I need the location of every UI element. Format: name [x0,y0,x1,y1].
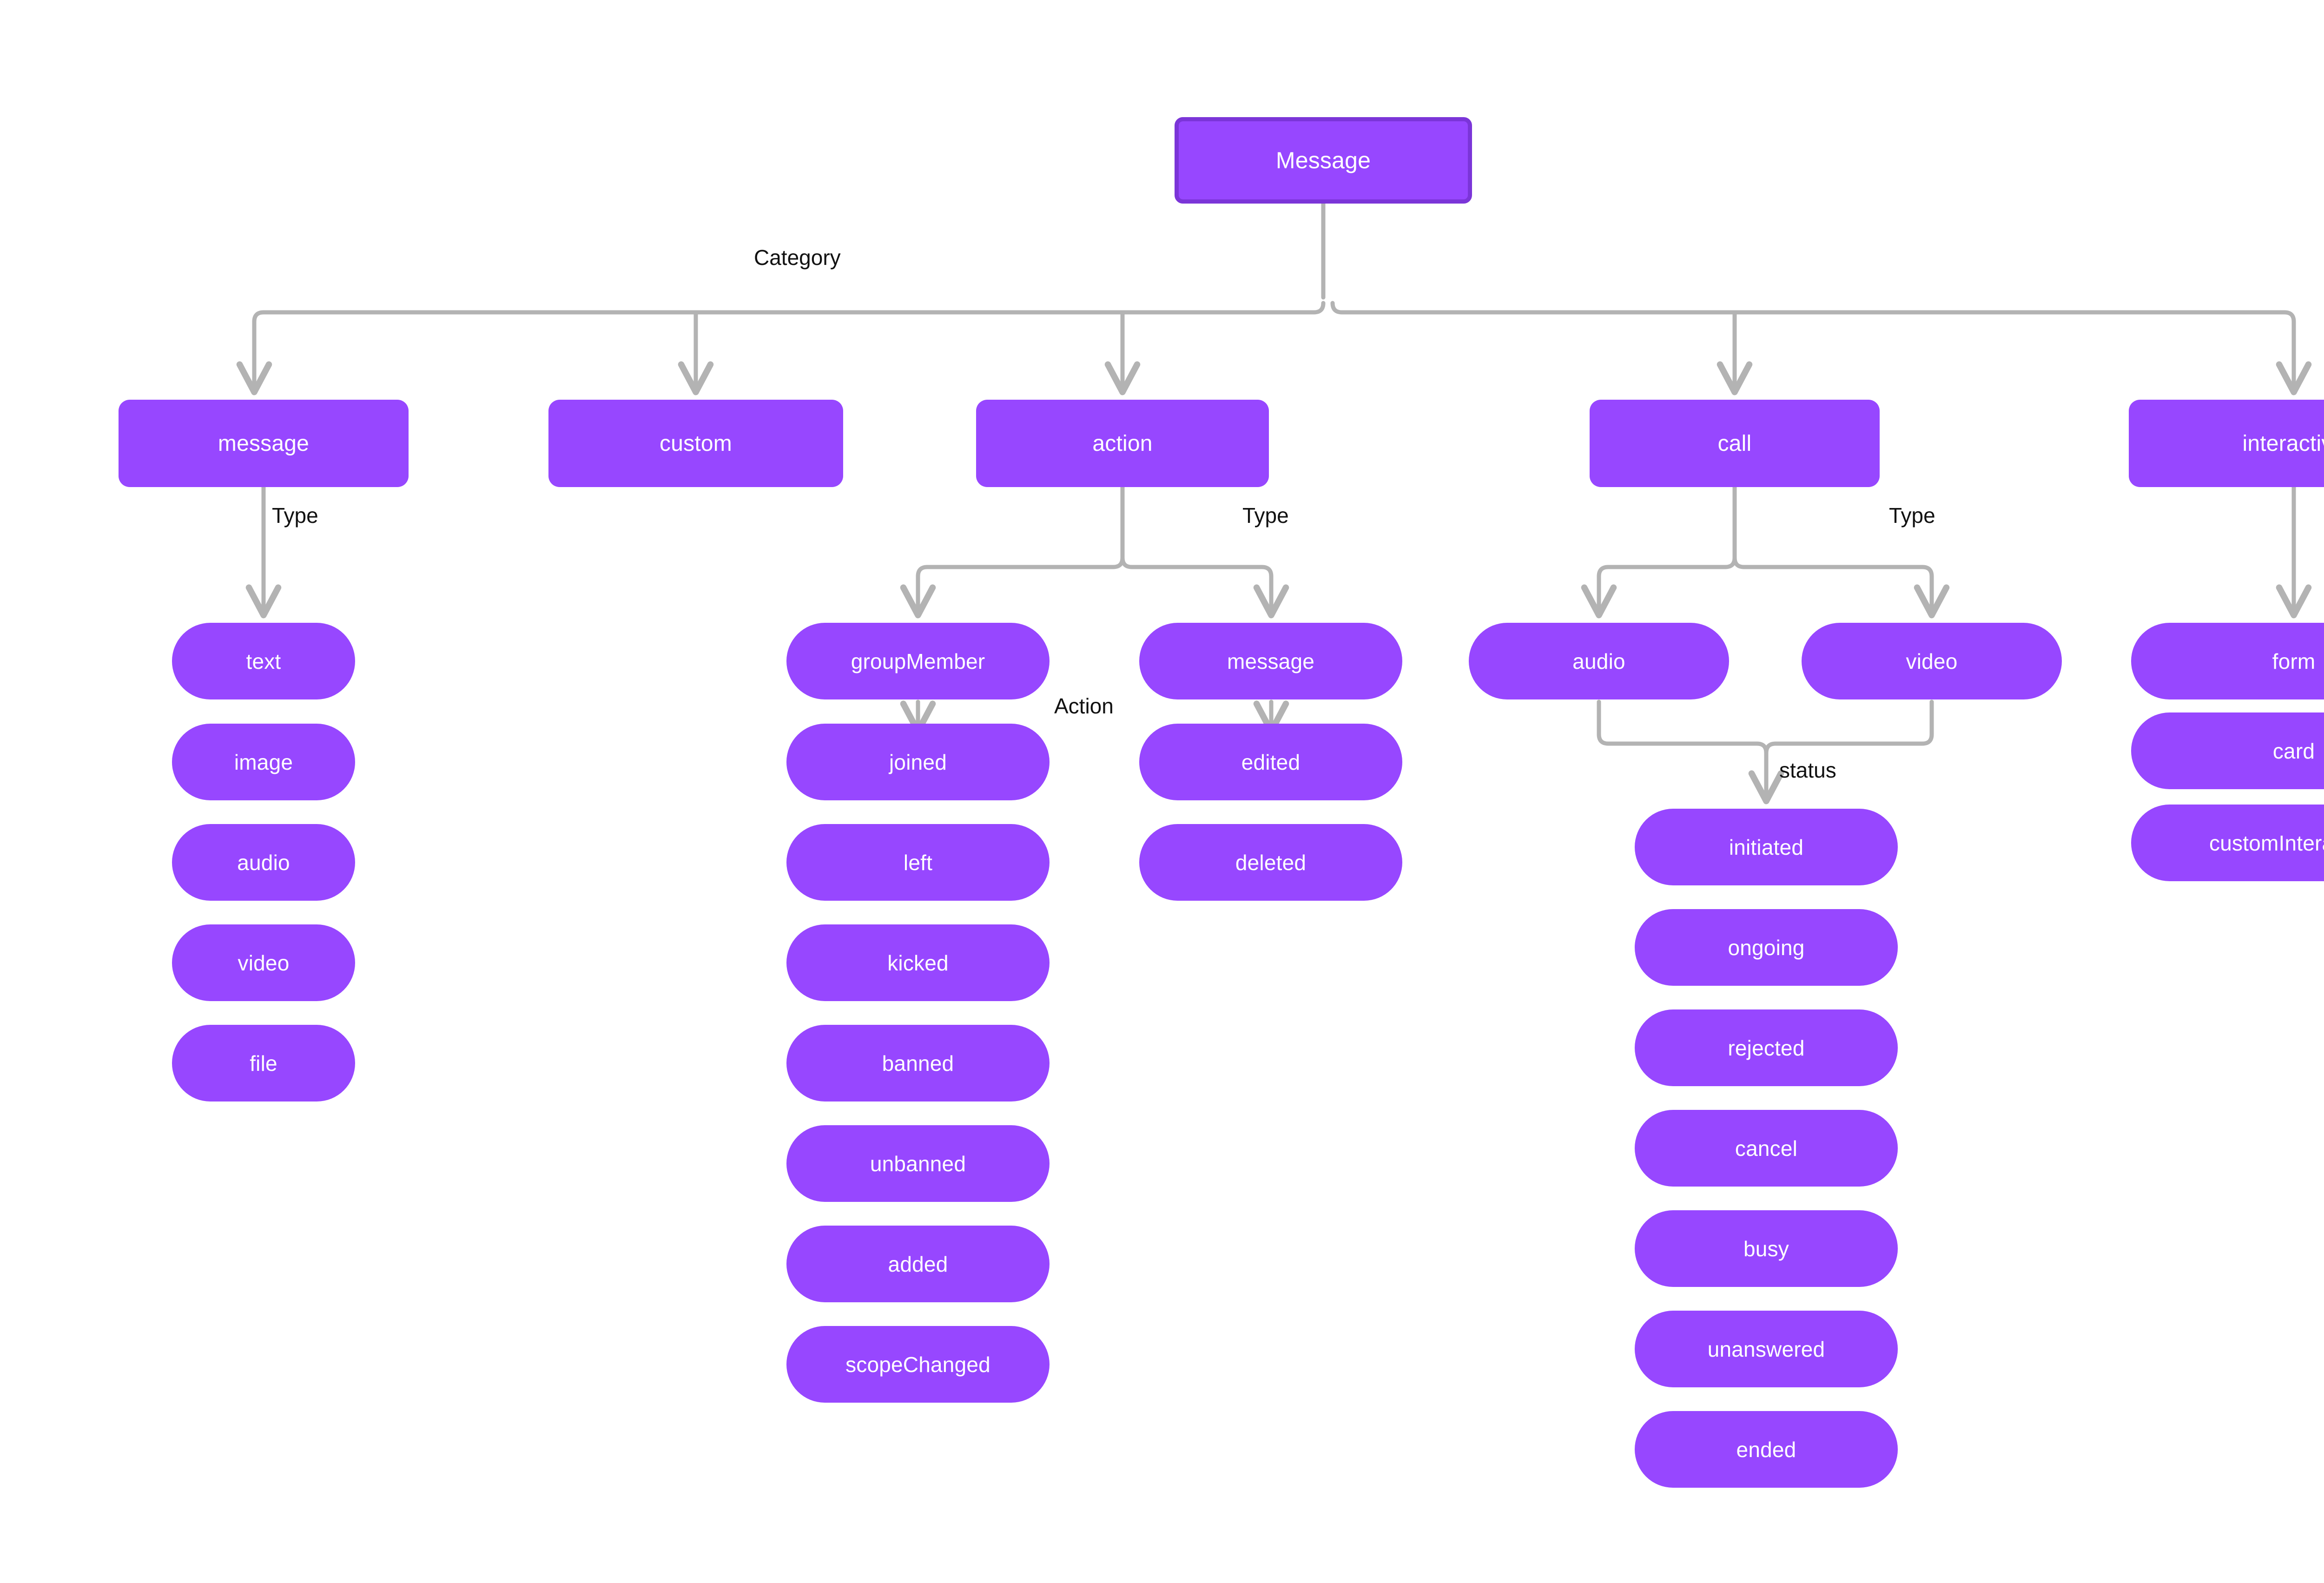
edge-label-type-call: Type [1889,503,1935,528]
node-label: rejected [1728,1036,1805,1060]
node-message-type-image[interactable]: image [172,724,355,800]
node-label: interactive [2242,431,2324,456]
node-message-type-text[interactable]: text [172,623,355,699]
node-label: file [250,1051,277,1075]
node-label: left [903,850,933,875]
node-groupmember-action-kicked[interactable]: kicked [786,924,1050,1001]
edge-to-interactive [2276,310,2312,396]
node-groupmember-action-banned[interactable]: banned [786,1025,1050,1102]
node-interactive-type-custominteractive[interactable]: customInteractive [2131,805,2324,881]
edge-bus-left [261,301,1326,315]
node-groupmember-action-unbanned[interactable]: unbanned [786,1125,1050,1202]
node-label: call [1717,431,1752,456]
node-label: audio [1572,649,1625,673]
node-label: form [2272,649,2316,673]
node-label: kicked [887,950,949,975]
node-call-status-cancel[interactable]: cancel [1635,1110,1898,1187]
node-label: customInteractive [2209,831,2324,855]
node-label: edited [1241,750,1301,774]
edge-label-category: Category [754,245,841,270]
node-groupmember-action-added[interactable]: added [786,1226,1050,1302]
node-label: card [2272,739,2315,763]
node-label: ongoing [1728,935,1805,960]
edge-video-merge [1764,699,1934,755]
node-label: video [1906,649,1958,673]
edge-label-status: status [1779,758,1836,782]
node-label: scopeChanged [845,1352,990,1377]
node-label: initiated [1729,835,1804,859]
node-label: video [238,950,290,975]
node-label: groupMember [851,649,985,673]
edge-call-fork-left [1597,555,1737,579]
node-call-status-ongoing[interactable]: ongoing [1635,909,1898,986]
node-label: audio [237,850,290,875]
node-category-action[interactable]: action [976,400,1269,487]
node-call-type-video[interactable]: video [1802,623,2062,699]
node-interactive-type-card[interactable]: card [2131,712,2324,789]
edge-bus-right [1330,301,2287,315]
node-call-status-ended[interactable]: ended [1635,1411,1898,1488]
node-message-type-video[interactable]: video [172,924,355,1001]
node-message-type-audio[interactable]: audio [172,824,355,901]
node-action-type-message[interactable]: message [1139,623,1402,699]
node-groupmember-action-scopechanged[interactable]: scopeChanged [786,1326,1050,1403]
node-label: ended [1736,1437,1796,1462]
edge-label-type-action: Type [1242,503,1289,528]
node-message-action-deleted[interactable]: deleted [1139,824,1402,901]
node-message-action-edited[interactable]: edited [1139,724,1402,800]
node-category-message[interactable]: message [119,400,409,487]
node-label: custom [660,431,732,456]
node-label: unanswered [1707,1337,1825,1361]
node-label: action [1092,431,1153,456]
edge-audio-merge [1597,699,1769,755]
node-label: added [888,1252,948,1276]
node-label: Message [1275,147,1371,173]
node-category-call[interactable]: call [1590,400,1880,487]
node-category-custom[interactable]: custom [548,400,843,487]
node-call-status-rejected[interactable]: rejected [1635,1009,1898,1086]
node-action-type-groupmember[interactable]: groupMember [786,623,1050,699]
node-root-message[interactable]: Message [1175,117,1472,204]
node-message-type-file[interactable]: file [172,1025,355,1102]
node-label: banned [882,1051,954,1075]
node-call-type-audio[interactable]: audio [1469,623,1729,699]
node-call-status-initiated[interactable]: initiated [1635,809,1898,885]
node-interactive-type-form[interactable]: form [2131,623,2324,699]
edge-to-message [236,310,272,396]
node-label: image [234,750,293,774]
node-label: text [246,649,281,673]
node-label: joined [889,750,947,774]
node-label: cancel [1735,1136,1798,1161]
node-label: unbanned [870,1151,966,1176]
node-call-status-unanswered[interactable]: unanswered [1635,1311,1898,1387]
node-label: deleted [1235,850,1307,875]
edge-label-action: Action [1054,694,1114,718]
node-label: busy [1743,1236,1789,1261]
edge-label-type-message: Type [272,503,318,528]
edge-call-fork-right [1732,555,1934,579]
node-groupmember-action-joined[interactable]: joined [786,724,1050,800]
node-category-interactive[interactable]: interactive [2129,400,2324,487]
edge-action-fork-left [916,555,1125,579]
node-label: message [218,431,310,456]
node-call-status-busy[interactable]: busy [1635,1210,1898,1287]
node-groupmember-action-left[interactable]: left [786,824,1050,901]
node-label: message [1227,649,1315,673]
edge-action-fork-right [1120,555,1274,579]
